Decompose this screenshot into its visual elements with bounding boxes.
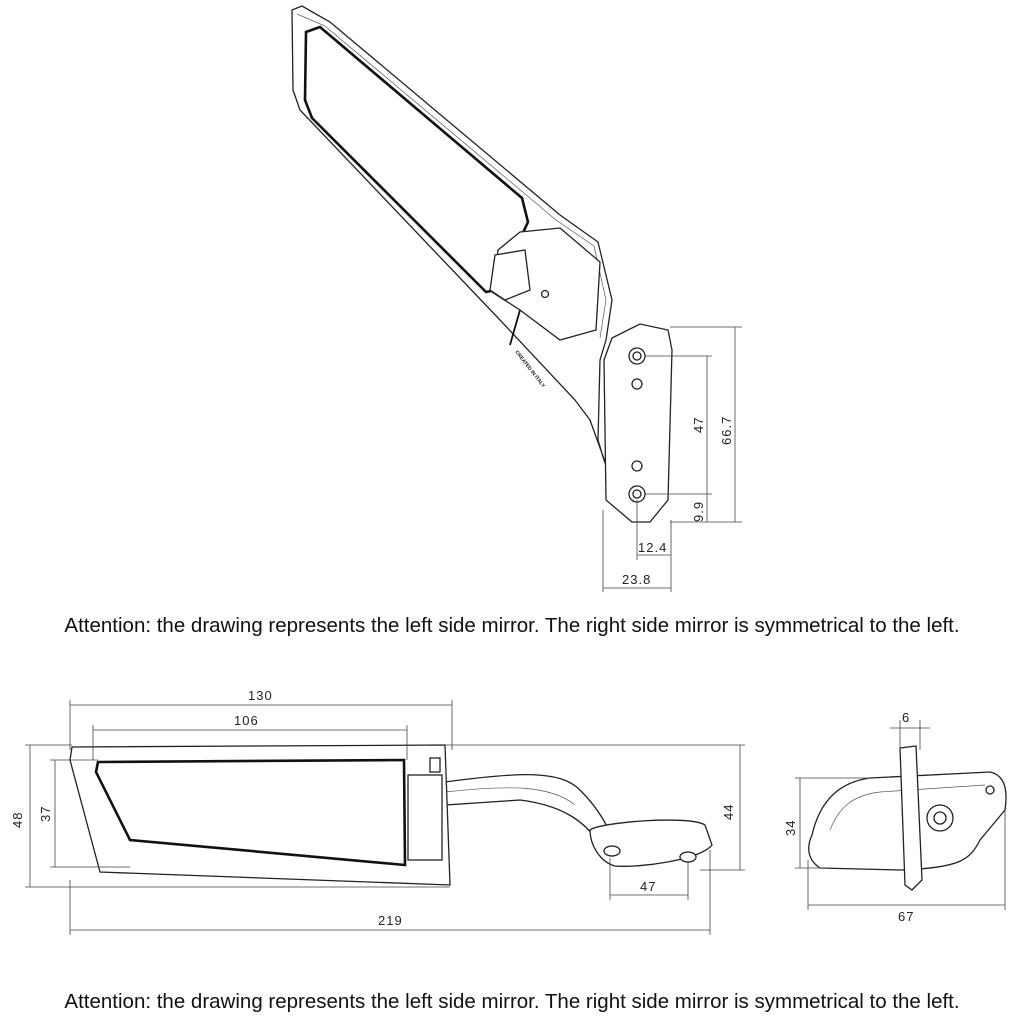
- dim-47-top: 47: [691, 417, 706, 433]
- dim-34: 34: [783, 820, 798, 836]
- side-view-dimensions: 130 106 48 37 44 219 47: [10, 688, 745, 935]
- dim-106: 106: [234, 713, 259, 728]
- dim-67: 67: [898, 909, 914, 924]
- dim-37: 37: [38, 806, 53, 822]
- top-view-mirror: CREATED IN ITALY: [291, 5, 613, 471]
- dim-219: 219: [378, 913, 403, 928]
- dim-130: 130: [248, 688, 273, 703]
- dim-9-9: 9.9: [691, 501, 706, 522]
- dim-12-4: 12.4: [638, 540, 667, 555]
- dim-66-7: 66.7: [719, 416, 734, 445]
- dim-44: 44: [721, 804, 736, 820]
- dim-47-side: 47: [640, 879, 656, 894]
- dim-23-8: 23.8: [622, 572, 651, 587]
- attention-note-bottom: Attention: the drawing represents the le…: [64, 990, 960, 1013]
- end-view-dimensions: 6 34 67: [783, 710, 1006, 924]
- side-view-mirror: [69, 744, 713, 886]
- mounting-plate-top: [603, 323, 673, 523]
- end-view-mirror: [808, 745, 1007, 891]
- dim-48: 48: [10, 812, 25, 828]
- attention-note-top: Attention: the drawing represents the le…: [64, 614, 960, 637]
- dim-6: 6: [902, 710, 910, 725]
- top-view-dimensions: 66.7 47 9.9 12.4 23.8: [602, 326, 742, 592]
